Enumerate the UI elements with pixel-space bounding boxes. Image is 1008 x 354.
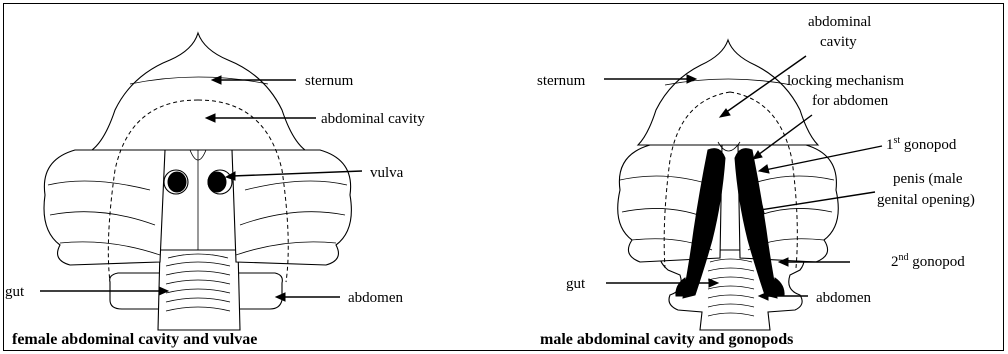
label-female-gut: gut [5, 284, 25, 300]
label-female-vulva: vulva [370, 165, 404, 181]
label-male-locking-2: for abdomen [812, 93, 889, 109]
label-male-gut: gut [566, 276, 586, 292]
label-male-locking-1: locking mechanism [787, 73, 904, 89]
female-right-legs [232, 150, 351, 265]
label-male-sternum: sternum [537, 73, 586, 89]
label-male-abdomen: abdomen [816, 290, 871, 306]
label-male-2nd-gonopod: 2nd gonopod [891, 252, 965, 270]
label-female-abdomen: abdomen [348, 290, 403, 306]
female-left-vulva [168, 172, 186, 192]
female-right-vulva [208, 172, 226, 192]
female-carapace [92, 33, 305, 150]
label-male-abdominal-cavity-1: abdominal [808, 14, 871, 30]
caption-male: male abdominal cavity and gonopods [540, 331, 793, 348]
label-male-abdominal-cavity-2: cavity [820, 34, 857, 50]
caption-female: female abdominal cavity and vulvae [12, 331, 257, 348]
label-male-penis-1: penis (male [893, 171, 963, 187]
female-left-legs [44, 150, 165, 265]
label-male-penis-2: genital opening) [877, 192, 975, 208]
label-female-abdominal-cavity: abdominal cavity [321, 111, 425, 127]
label-male-1st-gonopod: 1st gonopod [886, 135, 957, 153]
label-female-sternum: sternum [305, 73, 354, 89]
